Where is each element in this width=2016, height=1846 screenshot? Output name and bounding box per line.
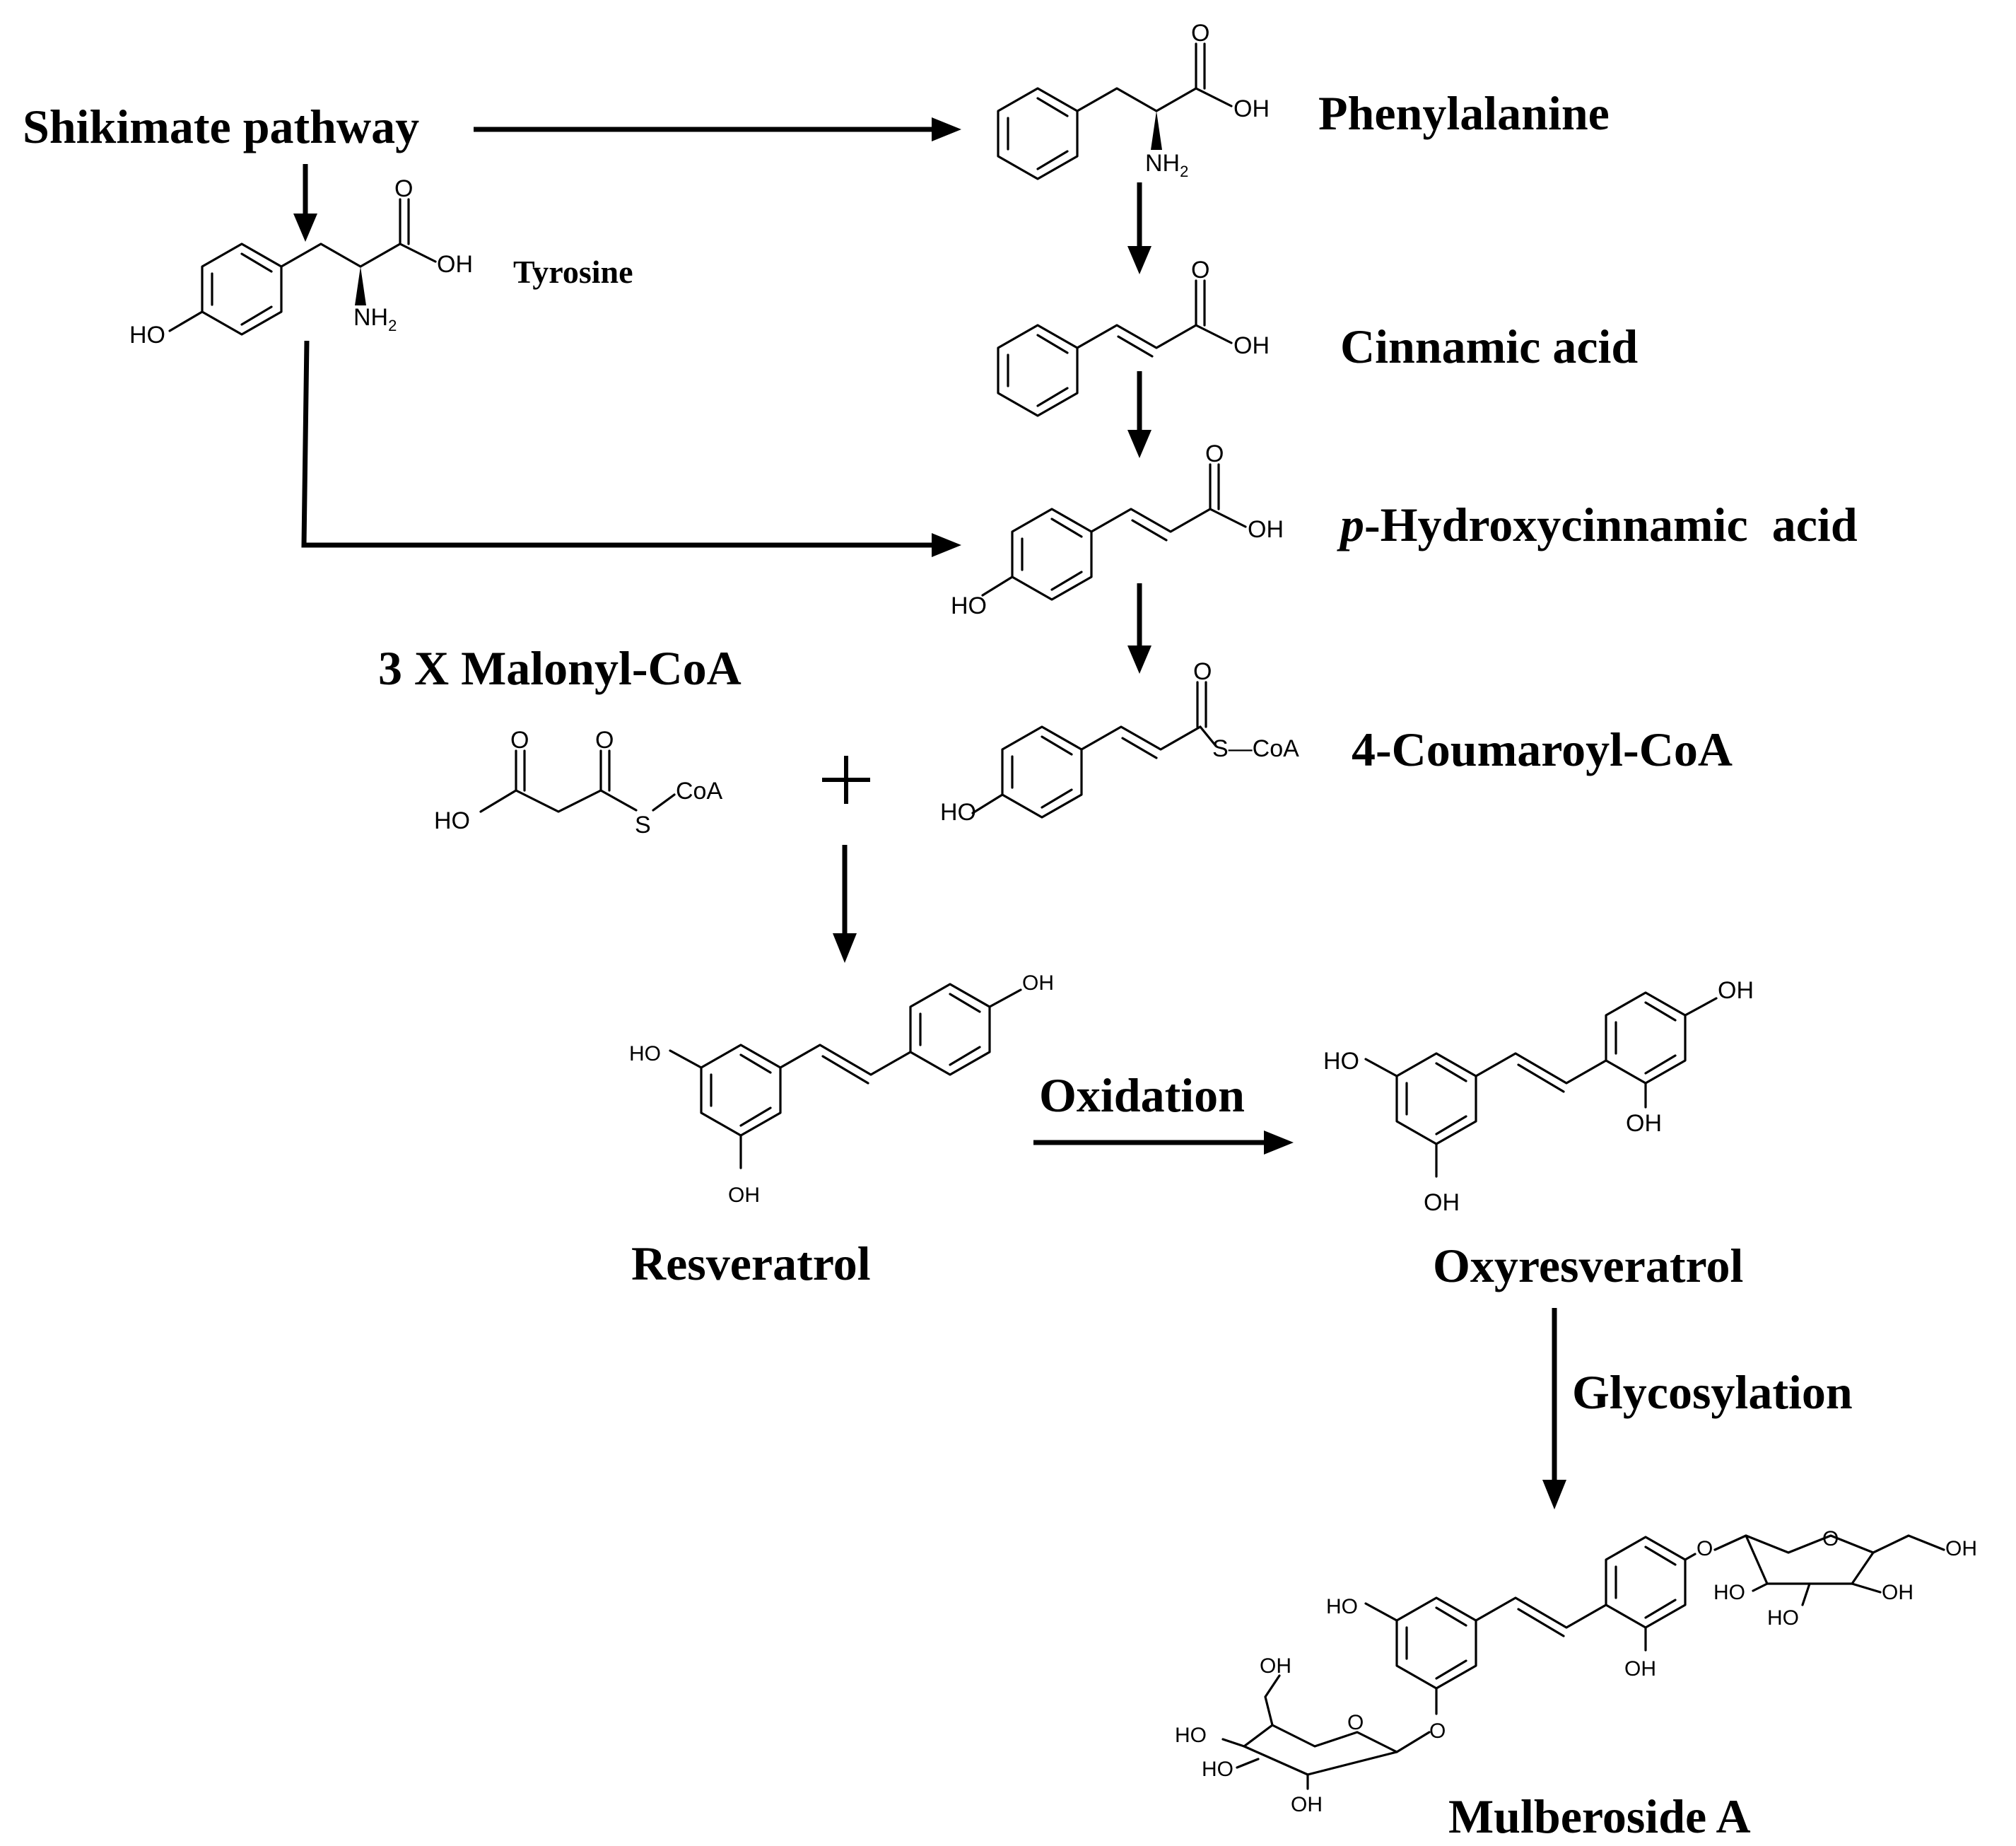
atom-o: O xyxy=(595,727,614,754)
atom-oh: OH xyxy=(1233,332,1270,359)
structure-resveratrol: HO OH OH xyxy=(629,971,1054,1207)
arrow-shikimate-to-phenylalanine xyxy=(474,117,961,141)
atom-oh: OH xyxy=(1424,1189,1460,1216)
atom-ho: HO xyxy=(1175,1724,1207,1747)
atom-ho: HO xyxy=(940,799,976,826)
atom-o: O xyxy=(1696,1537,1713,1560)
label-p-hydroxycinnamic-acid: p-Hydroxycinnamic acid xyxy=(1337,498,1858,551)
atom-ho: HO xyxy=(951,592,987,619)
atom-ho: HO xyxy=(1202,1758,1233,1781)
label-hydroxycinnamic-rest: -Hydroxycinnamic acid xyxy=(1364,498,1858,551)
arrow-tyrosine-to-p-hydroxycinnamic xyxy=(301,340,961,557)
atom-o: O xyxy=(1822,1527,1839,1550)
atom-nh2: NH2 xyxy=(353,304,397,334)
atom-oh: OH xyxy=(1718,977,1754,1004)
plus-sign xyxy=(822,756,870,804)
atom-oh: OH xyxy=(1945,1537,1977,1560)
label-malonyl-coa: 3 X Malonyl-CoA xyxy=(378,641,742,695)
atom-oh: OH xyxy=(1882,1581,1914,1604)
atom-oh: OH xyxy=(728,1184,760,1207)
atom-ho: HO xyxy=(1326,1595,1358,1618)
label-oxidation: Oxidation xyxy=(1039,1068,1245,1122)
arrow-condensation-to-resveratrol xyxy=(833,845,857,963)
arrow-phenylalanine-to-cinnamic xyxy=(1127,182,1151,274)
atom-ho: HO xyxy=(1323,1048,1359,1075)
arrow-cinnamic-to-p-hydroxycinnamic xyxy=(1127,371,1151,458)
atom-s: S xyxy=(635,812,651,839)
label-phenylalanine: Phenylalanine xyxy=(1318,86,1610,140)
arrow-shikimate-to-tyrosine xyxy=(293,164,317,242)
structure-malonyl-coa: O O HO S CoA xyxy=(434,727,722,839)
label-mulberoside-a: Mulberoside A xyxy=(1448,1789,1751,1843)
structure-mulberoside-a: HO OH O O HO HO OH OH O O OH HO HO OH xyxy=(1175,1527,1977,1816)
atom-oh: OH xyxy=(1260,1654,1291,1678)
atom-o: O xyxy=(394,175,413,202)
atom-o: O xyxy=(1347,1711,1364,1734)
label-tyrosine: Tyrosine xyxy=(513,254,633,290)
atom-o: O xyxy=(1429,1719,1446,1743)
atom-o: O xyxy=(510,727,529,754)
atom-oh: OH xyxy=(1248,516,1284,543)
label-resveratrol: Resveratrol xyxy=(631,1237,871,1290)
atom-ho: HO xyxy=(129,322,165,349)
structure-p-hydroxycinnamic-acid: O OH HO xyxy=(951,440,1284,619)
atom-oh: OH xyxy=(437,251,473,278)
atom-o: O xyxy=(1193,658,1212,685)
arrow-glycosylation xyxy=(1542,1308,1566,1509)
atom-oh: OH xyxy=(1233,95,1270,122)
label-p-prefix: p xyxy=(1337,498,1364,551)
structure-oxyresveratrol: HO OH OH OH xyxy=(1323,977,1754,1216)
atom-ho: HO xyxy=(1713,1581,1745,1604)
label-4-coumaroyl-coa: 4-Coumaroyl-CoA xyxy=(1352,723,1733,776)
label-cinnamic-acid: Cinnamic acid xyxy=(1340,320,1638,373)
label-glycosylation: Glycosylation xyxy=(1572,1365,1853,1419)
arrow-p-hydroxycinnamic-to-coumaroyl xyxy=(1127,583,1151,674)
label-oxyresveratrol: Oxyresveratrol xyxy=(1433,1239,1743,1292)
atom-nh2: NH2 xyxy=(1145,150,1188,180)
structure-cinnamic-acid: O OH xyxy=(997,257,1270,417)
atom-o: O xyxy=(1205,440,1224,467)
atom-ho: HO xyxy=(434,807,470,834)
atom-oh: OH xyxy=(1291,1793,1323,1816)
arrow-oxidation xyxy=(1033,1131,1294,1155)
atom-oh: OH xyxy=(1022,971,1054,995)
atom-coa: CoA xyxy=(676,778,722,805)
label-shikimate-pathway: Shikimate pathway xyxy=(23,100,419,153)
structure-tyrosine: O OH NH2 HO xyxy=(129,175,473,349)
atom-oh: OH xyxy=(1624,1657,1656,1681)
atom-ho: HO xyxy=(1767,1606,1799,1630)
atom-o: O xyxy=(1191,20,1209,47)
atom-ho: HO xyxy=(629,1042,661,1065)
atom-o: O xyxy=(1191,257,1209,284)
atom-oh: OH xyxy=(1626,1110,1662,1137)
structure-phenylalanine: O OH NH2 xyxy=(997,20,1270,180)
atom-s-coa: S—CoA xyxy=(1212,735,1299,762)
structure-4-coumaroyl-coa: O S—CoA HO xyxy=(940,658,1299,826)
